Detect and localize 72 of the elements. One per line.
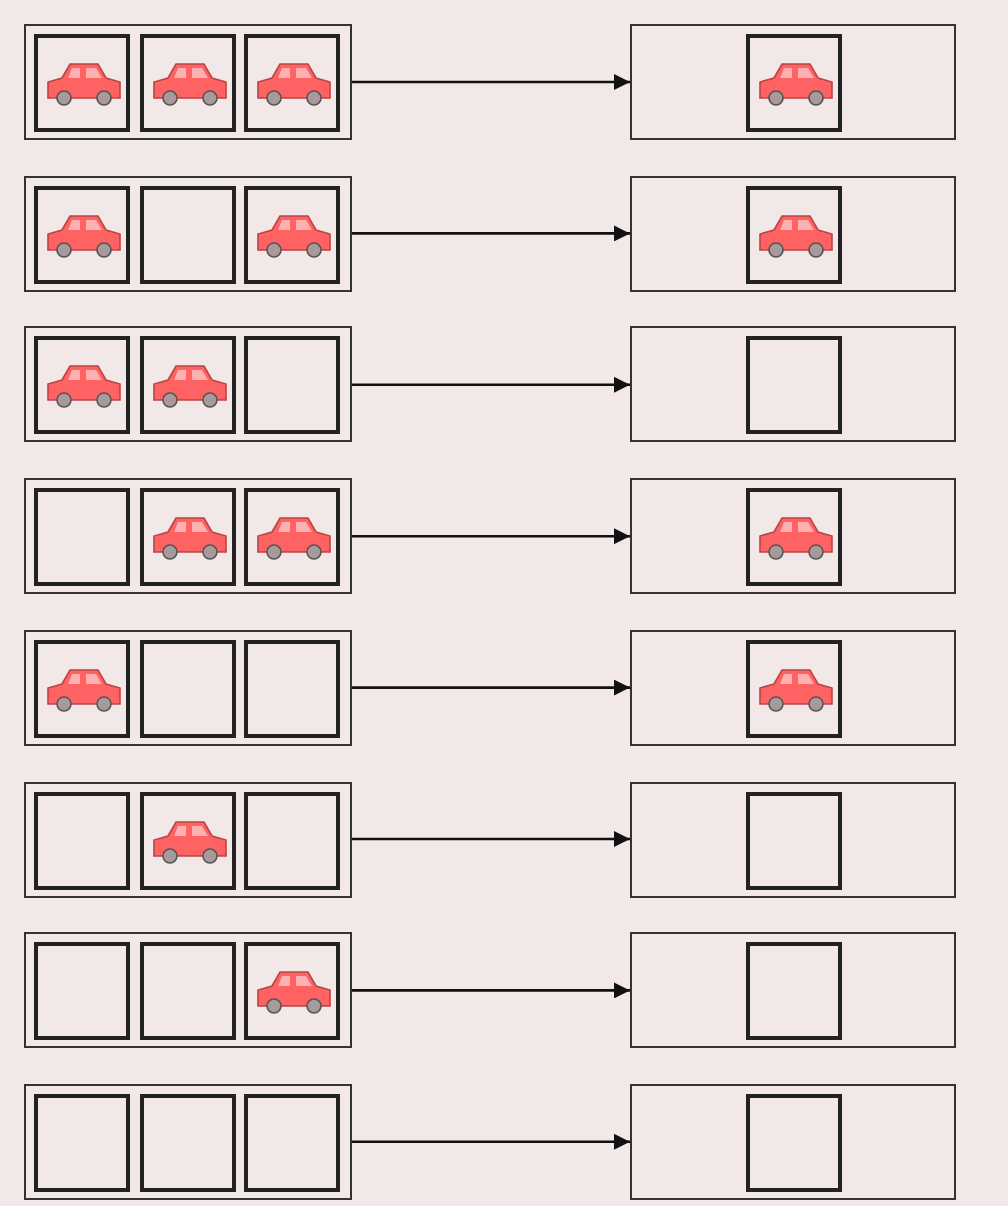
grid-cell	[746, 942, 842, 1041]
car-icon	[46, 362, 122, 411]
car-icon	[151, 514, 227, 563]
cell-strip	[630, 781, 956, 897]
car-icon	[758, 60, 834, 108]
grid-cell	[746, 34, 842, 132]
arrow	[352, 225, 630, 242]
arrow	[352, 1133, 630, 1150]
arrow	[352, 831, 630, 847]
grid-cell	[746, 791, 842, 889]
cell-strip	[630, 175, 956, 292]
grid-cell	[34, 336, 130, 435]
arrow	[352, 376, 630, 393]
grid-cell	[34, 488, 130, 587]
grid-cell	[746, 488, 842, 587]
cell-strip	[630, 629, 956, 746]
car-icon	[46, 665, 122, 714]
car-icon	[758, 665, 834, 714]
car-icon	[758, 514, 834, 563]
grid-cell	[746, 185, 842, 284]
arrow	[352, 528, 630, 545]
car-icon	[151, 60, 227, 108]
grid-cell	[746, 336, 842, 435]
car-icon	[256, 514, 332, 563]
grid-cell	[34, 1093, 130, 1192]
grid-cell	[244, 336, 340, 435]
arrow	[352, 74, 630, 90]
cell-strip	[24, 175, 352, 292]
grid-cell	[139, 791, 235, 889]
arrow	[352, 679, 630, 696]
grid-cell	[139, 336, 235, 435]
grid-cell	[34, 185, 130, 284]
grid-cell	[139, 1093, 235, 1192]
cell-strip	[24, 932, 352, 1049]
car-icon	[256, 968, 332, 1017]
cell-strip	[24, 1083, 352, 1200]
cell-strip	[24, 781, 352, 897]
car-icon	[256, 211, 332, 260]
car-icon	[758, 211, 834, 260]
cell-strip	[24, 629, 352, 746]
grid-cell	[244, 1093, 340, 1192]
car-icon	[151, 362, 227, 411]
grid-cell	[746, 639, 842, 738]
grid-cell	[244, 34, 340, 132]
grid-cell	[34, 942, 130, 1041]
cell-strip	[630, 1083, 956, 1200]
cell-strip	[24, 24, 352, 140]
car-icon	[46, 211, 122, 260]
cell-strip	[630, 478, 956, 595]
grid-cell	[34, 34, 130, 132]
grid-cell	[34, 791, 130, 889]
grid-cell	[244, 488, 340, 587]
cell-strip	[24, 326, 352, 443]
cell-strip	[24, 478, 352, 595]
grid-cell	[244, 639, 340, 738]
grid-cell	[139, 185, 235, 284]
car-icon	[256, 60, 332, 108]
cell-strip	[630, 326, 956, 443]
grid-cell	[244, 791, 340, 889]
cell-strip	[630, 932, 956, 1049]
grid-cell	[34, 639, 130, 738]
grid-cell	[746, 1093, 842, 1192]
grid-cell	[244, 942, 340, 1041]
grid-cell	[139, 942, 235, 1041]
cell-strip	[630, 24, 956, 140]
car-icon	[151, 817, 227, 865]
grid-cell	[139, 639, 235, 738]
grid-cell	[139, 34, 235, 132]
grid-cell	[244, 185, 340, 284]
grid-cell	[139, 488, 235, 587]
car-icon	[46, 60, 122, 108]
arrow	[352, 982, 630, 999]
